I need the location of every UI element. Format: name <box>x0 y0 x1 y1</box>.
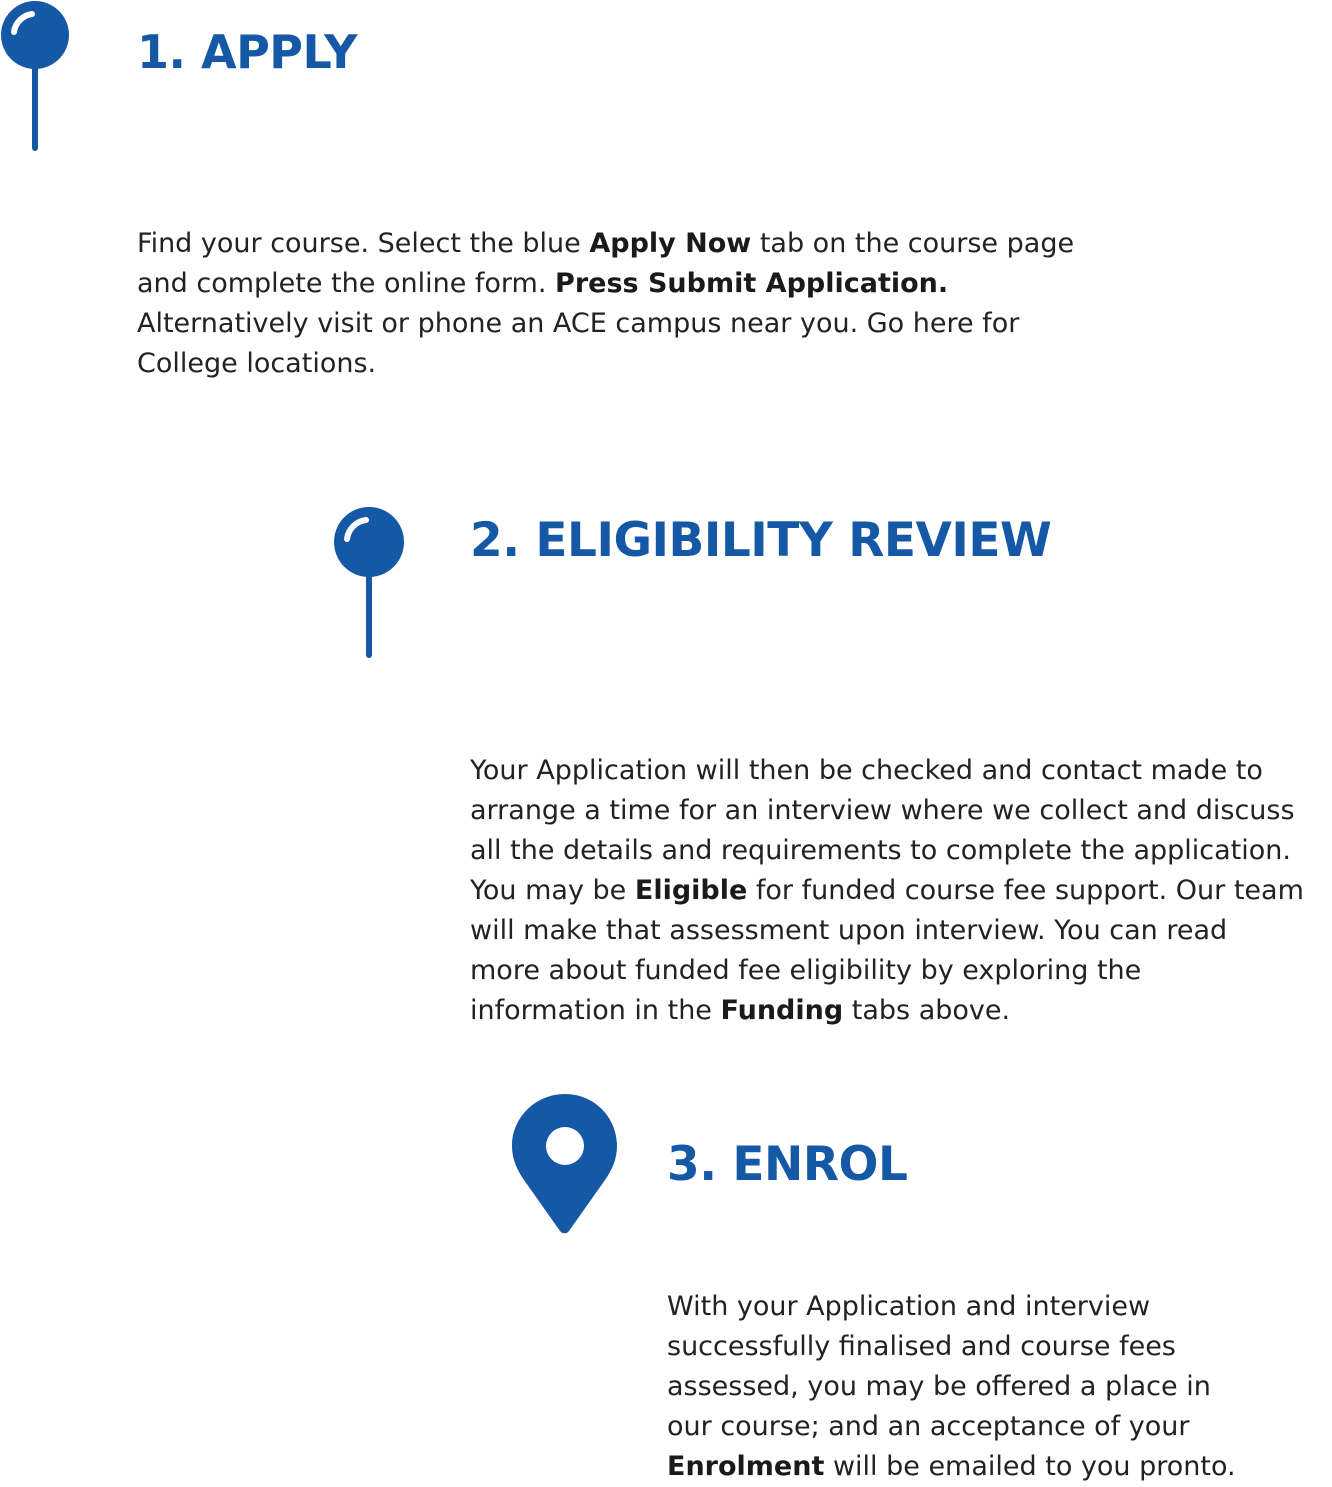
text-line: all the details and requirements to comp… <box>470 835 1291 866</box>
text-line: information in the Funding tabs above. <box>470 995 1011 1026</box>
step-2-title: 2. ELIGIBILITY REVIEW <box>470 513 1052 568</box>
text-line: Alternatively visit or phone an ACE camp… <box>137 308 1020 339</box>
text-line: and complete the online form. Press Subm… <box>137 268 949 299</box>
text-line: more about funded fee eligibility by exp… <box>470 955 1142 986</box>
text-line: arrange a time for an interview where we… <box>470 795 1295 826</box>
step-3-title: 3. ENROL <box>667 1137 908 1192</box>
step-2-description: Your Application will then be checked an… <box>470 751 1304 1031</box>
text-line: You may be Eligible for funded course fe… <box>470 875 1304 906</box>
text-line: assessed, you may be offered a place in <box>667 1371 1211 1402</box>
text-line: With your Application and interview <box>667 1291 1151 1322</box>
pin-icon <box>1 1 69 151</box>
map-marker-icon <box>512 1094 617 1234</box>
pin-icon <box>334 507 404 658</box>
text-line: Your Application will then be checked an… <box>470 755 1263 786</box>
text-line: our course; and an acceptance of your <box>667 1411 1190 1442</box>
text-line: Enrolment will be emailed to you pronto. <box>667 1451 1236 1482</box>
text-line: College locations. <box>137 348 377 379</box>
text-line: will make that assessment upon interview… <box>470 915 1228 946</box>
step-3-description: With your Application and interview succ… <box>667 1287 1236 1487</box>
step-1-description: Find your course. Select the blue Apply … <box>137 224 1074 384</box>
step-1-title: 1. APPLY <box>137 25 357 79</box>
text-line: successfully finalised and course fees <box>667 1331 1176 1362</box>
text-line: Find your course. Select the blue Apply … <box>137 228 1075 259</box>
